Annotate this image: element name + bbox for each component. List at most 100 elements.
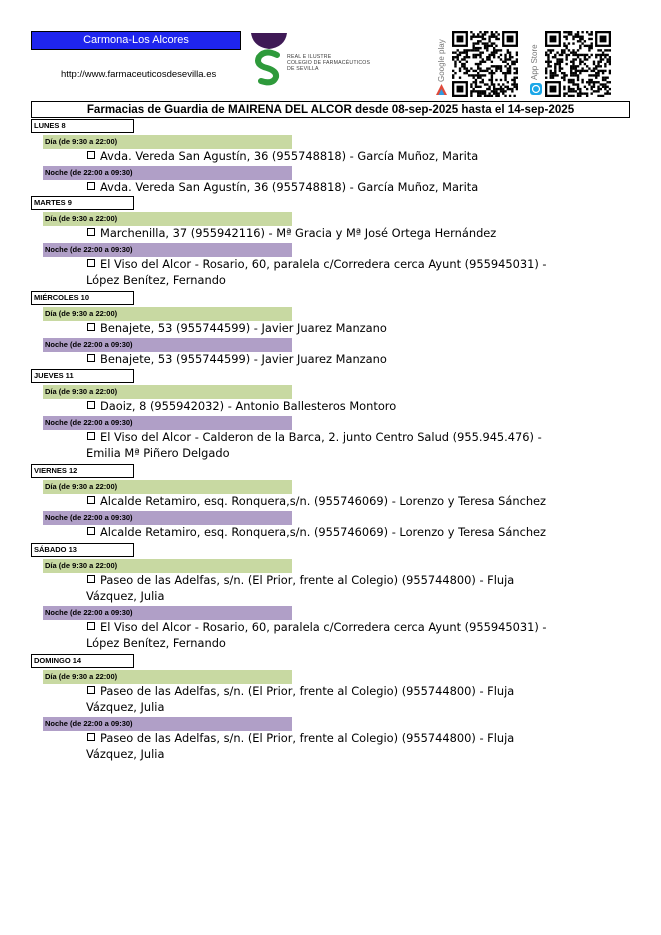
- pharmacy-entry: Benajete, 53 (955744599) - Javier Juarez…: [86, 351, 576, 367]
- pharmacy-entry: Avda. Vereda San Agustín, 36 (955748818)…: [86, 179, 576, 195]
- pharmacy-entry-line: Paseo de las Adelfas, s/n. (El Prior, fr…: [86, 730, 576, 746]
- night-shift-label: Noche (de 22:00 a 09:30): [43, 416, 292, 430]
- pharmacy-entry-line: Alcalde Retamiro, esq. Ronquera,s/n. (95…: [86, 493, 576, 509]
- pharmacy-entry-line: Paseo de las Adelfas, s/n. (El Prior, fr…: [86, 683, 576, 699]
- pharmacy-entry-line: El Viso del Alcor - Rosario, 60, paralel…: [86, 256, 576, 272]
- pharmacy-entry-text: Vázquez, Julia: [86, 700, 165, 714]
- checkbox-bullet-icon: [87, 686, 95, 694]
- pharmacy-entry: Paseo de las Adelfas, s/n. (El Prior, fr…: [86, 683, 576, 715]
- checkbox-bullet-icon: [87, 228, 95, 236]
- pharmacy-entry-text: El Viso del Alcor - Rosario, 60, paralel…: [100, 620, 547, 634]
- day-shift-label: Día (de 9:30 a 22:00): [43, 385, 292, 399]
- pharmacy-entry-line: Paseo de las Adelfas, s/n. (El Prior, fr…: [86, 572, 576, 588]
- pharmacy-entry-text: Marchenilla, 37 (955942116) - Mª Gracia …: [100, 226, 497, 240]
- college-name-line-2: COLEGIO DE FARMACÉUTICOS: [287, 60, 371, 66]
- pharmacy-entry: El Viso del Alcor - Rosario, 60, paralel…: [86, 256, 576, 288]
- checkbox-bullet-icon: [87, 733, 95, 741]
- college-name-line-3: DE SEVILLA: [287, 66, 319, 72]
- checkbox-bullet-icon: [87, 151, 95, 159]
- google-play-label: Google play: [437, 39, 446, 82]
- night-shift-label: Noche (de 22:00 a 09:30): [43, 166, 292, 180]
- pharmacy-entry-line: Vázquez, Julia: [86, 699, 576, 715]
- pharmacy-entry-text: El Viso del Alcor - Calderon de la Barca…: [100, 430, 542, 444]
- pharmacy-entry-text: Vázquez, Julia: [86, 589, 165, 603]
- pharmacy-entry-line: Marchenilla, 37 (955942116) - Mª Gracia …: [86, 225, 576, 241]
- college-name: REAL E ILUSTRE COLEGIO DE FARMACÉUTICOS …: [287, 54, 370, 72]
- night-shift-label: Noche (de 22:00 a 09:30): [43, 338, 292, 352]
- pharmacy-entry-line: Vázquez, Julia: [86, 746, 576, 762]
- pharmacy-entry-text: Alcalde Retamiro, esq. Ronquera,s/n. (95…: [100, 525, 547, 539]
- pharmacy-entry-line: Emilia Mª Piñero Delgado: [86, 445, 576, 461]
- pharmacy-entry: Paseo de las Adelfas, s/n. (El Prior, fr…: [86, 730, 576, 762]
- pharmacy-entry-text: López Benítez, Fernando: [86, 636, 226, 650]
- day-shift-label: Día (de 9:30 a 22:00): [43, 670, 292, 684]
- pharmacy-entry-text: Benajete, 53 (955744599) - Javier Juarez…: [100, 352, 387, 366]
- night-shift-label: Noche (de 22:00 a 09:30): [43, 243, 292, 257]
- pharmacy-entry-line: Avda. Vereda San Agustín, 36 (955748818)…: [86, 179, 576, 195]
- pharmacy-entry-line: López Benítez, Fernando: [86, 635, 576, 651]
- app-store-icon: [530, 83, 542, 95]
- pharmacy-entry: Avda. Vereda San Agustín, 36 (955748818)…: [86, 148, 576, 164]
- pharmacy-entry-text: Avda. Vereda San Agustín, 36 (955748818)…: [100, 180, 479, 194]
- pharmacy-entry-line: El Viso del Alcor - Calderon de la Barca…: [86, 429, 576, 445]
- pharmacy-entry-text: Paseo de las Adelfas, s/n. (El Prior, fr…: [100, 684, 515, 698]
- pharmacy-entry-text: Emilia Mª Piñero Delgado: [86, 446, 230, 460]
- pharmacy-entry-line: Benajete, 53 (955744599) - Javier Juarez…: [86, 351, 576, 367]
- pharmacy-entry-text: Daoiz, 8 (955942032) - Antonio Ballester…: [100, 399, 397, 413]
- pharmacy-entry: Benajete, 53 (955744599) - Javier Juarez…: [86, 320, 576, 336]
- checkbox-bullet-icon: [87, 575, 95, 583]
- page-title: Farmacias de Guardia de MAIRENA DEL ALCO…: [31, 101, 630, 118]
- day-header: SÁBADO 13: [31, 543, 134, 557]
- checkbox-bullet-icon: [87, 182, 95, 190]
- college-name-line-1: REAL E ILUSTRE: [287, 54, 332, 60]
- day-header: MIÉRCOLES 10: [31, 291, 134, 305]
- checkbox-bullet-icon: [87, 432, 95, 440]
- checkbox-bullet-icon: [87, 622, 95, 630]
- pharmacy-entry-text: Vázquez, Julia: [86, 747, 165, 761]
- checkbox-bullet-icon: [87, 323, 95, 331]
- pharmacy-entry-text: Paseo de las Adelfas, s/n. (El Prior, fr…: [100, 731, 515, 745]
- pharmacy-entry: Daoiz, 8 (955942032) - Antonio Ballester…: [86, 398, 576, 414]
- pharmacy-entry: Marchenilla, 37 (955942116) - Mª Gracia …: [86, 225, 576, 241]
- app-store-qr-icon[interactable]: [545, 31, 611, 97]
- checkbox-bullet-icon: [87, 354, 95, 362]
- pharmacy-entry-line: Avda. Vereda San Agustín, 36 (955748818)…: [86, 148, 576, 164]
- pharmacy-entry-text: Alcalde Retamiro, esq. Ronquera,s/n. (95…: [100, 494, 547, 508]
- night-shift-label: Noche (de 22:00 a 09:30): [43, 717, 292, 731]
- pharmacy-entry: El Viso del Alcor - Rosario, 60, paralel…: [86, 619, 576, 651]
- pharmacy-entry: Alcalde Retamiro, esq. Ronquera,s/n. (95…: [86, 493, 576, 509]
- night-shift-label: Noche (de 22:00 a 09:30): [43, 606, 292, 620]
- day-header: DOMINGO 14: [31, 654, 134, 668]
- pharmacy-entry-line: López Benítez, Fernando: [86, 272, 576, 288]
- pharmacy-entry-text: Paseo de las Adelfas, s/n. (El Prior, fr…: [100, 573, 515, 587]
- google-play-icon: [436, 84, 447, 95]
- day-shift-label: Día (de 9:30 a 22:00): [43, 307, 292, 321]
- pharmacy-entry: El Viso del Alcor - Calderon de la Barca…: [86, 429, 576, 461]
- day-header: JUEVES 11: [31, 369, 134, 383]
- night-shift-label: Noche (de 22:00 a 09:30): [43, 511, 292, 525]
- pharmacy-entry-text: López Benítez, Fernando: [86, 273, 226, 287]
- pharmacy-entry-line: Daoiz, 8 (955942032) - Antonio Ballester…: [86, 398, 576, 414]
- day-header: MARTES 9: [31, 196, 134, 210]
- day-shift-label: Día (de 9:30 a 22:00): [43, 212, 292, 226]
- pharmacy-entry-line: Vázquez, Julia: [86, 588, 576, 604]
- website-link[interactable]: http://www.farmaceuticosdesevilla.es: [61, 69, 217, 80]
- day-header: LUNES 8: [31, 119, 134, 133]
- pharmacy-entry-line: Alcalde Retamiro, esq. Ronquera,s/n. (95…: [86, 524, 576, 540]
- google-play-qr-icon[interactable]: [452, 31, 518, 97]
- pharmacy-entry-text: El Viso del Alcor - Rosario, 60, paralel…: [100, 257, 547, 271]
- checkbox-bullet-icon: [87, 401, 95, 409]
- app-store-label: App Store: [530, 44, 539, 80]
- checkbox-bullet-icon: [87, 527, 95, 535]
- pharmacy-entry-line: Benajete, 53 (955744599) - Javier Juarez…: [86, 320, 576, 336]
- region-label: Carmona-Los Alcores: [31, 31, 241, 50]
- pharmacy-entry: Alcalde Retamiro, esq. Ronquera,s/n. (95…: [86, 524, 576, 540]
- day-shift-label: Día (de 9:30 a 22:00): [43, 135, 292, 149]
- checkbox-bullet-icon: [87, 259, 95, 267]
- pharmacy-entry-text: Avda. Vereda San Agustín, 36 (955748818)…: [100, 149, 479, 163]
- college-logo-icon: [251, 33, 287, 86]
- day-shift-label: Día (de 9:30 a 22:00): [43, 559, 292, 573]
- day-header: VIERNES 12: [31, 464, 134, 478]
- pharmacy-entry: Paseo de las Adelfas, s/n. (El Prior, fr…: [86, 572, 576, 604]
- day-shift-label: Día (de 9:30 a 22:00): [43, 480, 292, 494]
